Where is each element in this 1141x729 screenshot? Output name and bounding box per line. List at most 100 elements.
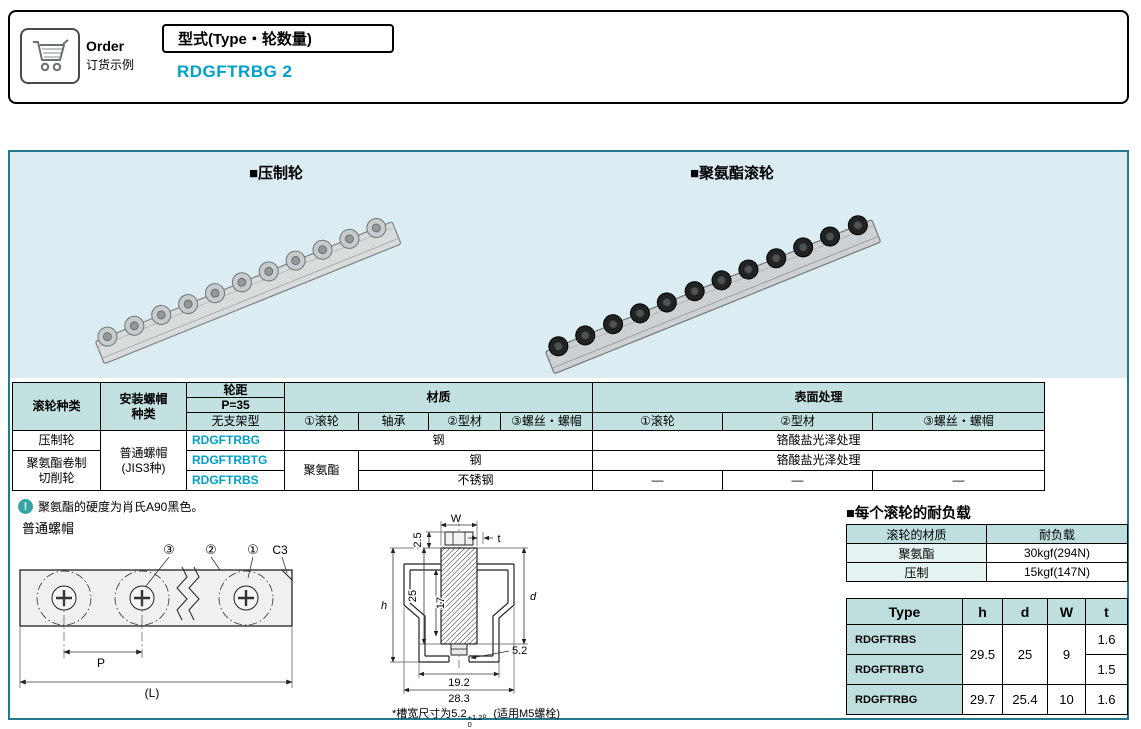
spec-header-nut-type: 安装螺帽 种类 xyxy=(100,382,187,431)
type-pn-rdgftrbtg: RDGFTRBTG xyxy=(846,654,963,685)
spec-surface-dash-3: — xyxy=(872,470,1046,491)
normal-nut-label: 普通螺帽 xyxy=(22,521,75,536)
part-number-rdgftrbs: RDGFTRBS xyxy=(186,470,285,491)
type-header-type: Type xyxy=(846,598,963,625)
table-row: 聚氨酯 30kgf(294N) xyxy=(846,543,1128,563)
hardness-note: ! 聚氨酯的硬度为肖氏A90黑色。 xyxy=(18,498,203,515)
pitch-dim-label: P xyxy=(97,656,105,670)
spec-surface-dash-2: — xyxy=(722,470,874,491)
load-capacity-table: 滚轮的材质 耐负载 聚氨酯 30kgf(294N) 压制 15kgf(147N) xyxy=(846,524,1128,582)
spec-header-material-group: 材质 xyxy=(283,382,594,413)
table-row: 压制 15kgf(147N) xyxy=(846,562,1128,582)
length-dim-label: (L) xyxy=(145,686,160,700)
part-number-rdgftrbtg: RDGFTRBTG xyxy=(186,450,285,471)
load-material-urethane: 聚氨酯 xyxy=(846,543,987,563)
dim-25-label: 25 xyxy=(407,590,419,602)
pressed-wheel-label: ■压制轮 xyxy=(249,165,304,182)
type-header-h: h xyxy=(962,598,1003,625)
spec-surface-chromate: 铬酸盐光泽处理 xyxy=(592,430,1046,451)
spec-header-no-bracket: 无支架型 xyxy=(186,412,285,431)
chamfer-dim-label: C3 xyxy=(272,543,288,557)
type-header-box: 型式(Type・轮数量) xyxy=(162,24,394,53)
dim-2-5-label: 2.5 xyxy=(412,532,424,547)
spec-roller-type-pressed: 压制轮 xyxy=(12,430,101,451)
spec-material-steel: 钢 xyxy=(283,430,594,451)
dim-t-label: t xyxy=(497,533,500,545)
callout-2: ② xyxy=(205,542,217,557)
order-label: Order xyxy=(86,38,125,54)
type-header-t: t xyxy=(1085,598,1128,625)
type-pn-rdgftrbg: RDGFTRBG xyxy=(846,684,963,715)
slot-note-lower-tolerance: 0 xyxy=(467,720,472,729)
table-row: RDGFTRBS 29.5 25 9 1.6 xyxy=(846,624,1128,685)
spec-surface-dash-1: — xyxy=(592,470,724,491)
note-icon: ! xyxy=(18,499,33,514)
dim-5-2-label: 5.2 xyxy=(512,645,527,657)
type-header-label: 型式(Type・轮数量) xyxy=(178,31,312,48)
type-header-w: W xyxy=(1047,598,1086,625)
load-material-pressed: 压制 xyxy=(846,562,987,582)
hardness-note-text: 聚氨酯的硬度为肖氏A90黑色。 xyxy=(38,500,204,514)
type-t-rdgftrbg: 1.6 xyxy=(1085,684,1128,715)
polyurethane-roller-label: ■聚氨酯滚轮 xyxy=(690,165,775,182)
type-header-d: d xyxy=(1002,598,1048,625)
spec-row-pressed: 压制轮 普通螺帽 (JIS3种) RDGFTRBG 钢 铬酸盐光泽处理 xyxy=(12,430,1046,491)
dim-17-label: 17 xyxy=(435,597,447,609)
dim-h-label: h xyxy=(381,600,387,612)
dim-19-2-label: 19.2 xyxy=(448,677,469,689)
callout-1: ① xyxy=(247,542,259,557)
type-pn-rdgftrbs: RDGFTRBS xyxy=(846,624,963,655)
spec-header-surface-group: 表面处理 xyxy=(592,382,1046,413)
type-d-rdgftrbg: 25.4 xyxy=(1002,684,1048,715)
load-header-material: 滚轮的材质 xyxy=(846,524,987,544)
spec-header-surf-profile: ②型材 xyxy=(722,412,874,431)
slot-note-suffix: 。(适用M5螺栓) xyxy=(482,708,560,720)
dim-d-label: d xyxy=(530,591,537,603)
spec-nut-type: 普通螺帽 (JIS3种) xyxy=(100,430,187,491)
spec-header-surf-screw: ③螺丝・螺帽 xyxy=(872,412,1046,431)
type-t-rdgftrbs: 1.6 xyxy=(1085,624,1128,655)
spec-row-urethane-tg: 聚氨酯卷制 切削轮 RDGFTRBTG 聚氨酯 钢 铬酸盐光泽处理 xyxy=(12,450,1046,491)
spec-header-mat-profile: ②型材 xyxy=(428,412,501,431)
type-w-shared: 9 xyxy=(1047,624,1086,685)
cross-section-drawing: W t 2.5 25 xyxy=(379,512,538,706)
spec-surface-chromate-2: 铬酸盐光泽处理 xyxy=(592,450,1046,471)
part-number-rdgftrbg: RDGFTRBG xyxy=(186,430,285,451)
type-d-shared: 25 xyxy=(1002,624,1048,685)
type-w-rdgftrbg: 10 xyxy=(1047,684,1086,715)
product-image-band: ■压制轮 ■聚氨酯滚轮 xyxy=(10,152,1127,378)
spec-header-pitch: 轮距 P=35 xyxy=(186,382,285,413)
shopping-cart-icon xyxy=(33,39,69,72)
dim-28-3-label: 28.3 xyxy=(448,693,469,705)
callout-3: ③ xyxy=(163,542,175,557)
type-h-shared: 29.5 xyxy=(962,624,1003,685)
spec-header-roller-type: 滚轮种类 xyxy=(12,382,101,431)
example-part-number: RDGFTRBG 2 xyxy=(177,62,293,81)
polyurethane-rail-image xyxy=(545,212,881,374)
spec-header-pitch-value: P=35 xyxy=(221,398,250,412)
dim-w-label: W xyxy=(451,513,462,525)
load-value-pressed: 15kgf(147N) xyxy=(986,562,1128,582)
slot-note-prefix: *槽宽尺寸为5.2 xyxy=(392,708,467,720)
load-value-urethane: 30kgf(294N) xyxy=(986,543,1128,563)
spec-header-mat-bearing: 轴承 xyxy=(358,412,429,431)
type-h-rdgftrbg: 29.7 xyxy=(962,684,1003,715)
order-example-panel: Order 订货示例 型式(Type・轮数量) RDGFTRBG 2 xyxy=(8,10,1129,104)
slot-note-upper-tolerance: +1.2 xyxy=(467,713,483,722)
product-images xyxy=(94,212,881,374)
table-row: RDGFTRBG 29.7 25.4 10 1.6 xyxy=(846,684,1128,715)
spec-header-mat-screw: ③螺丝・螺帽 xyxy=(499,412,594,431)
spec-material-stainless: 不锈钢 xyxy=(357,470,594,491)
table-row: RDGFTRBTG 1.5 xyxy=(846,654,1128,685)
spec-material-steel-2: 钢 xyxy=(357,450,594,471)
spec-table: 滚轮种类 安装螺帽 种类 轮距 P=35 材质 表面处理 无支架型 ①滚轮 轴承… xyxy=(12,382,1046,491)
spec-header-mat-roller: ①滚轮 xyxy=(284,412,359,431)
product-spec-panel: ■压制轮 ■聚氨酯滚轮 滚轮种类 安装螺帽 种类 轮距 P=35 材质 表面处理… xyxy=(8,150,1129,728)
load-capacity-title: ■每个滚轮的耐负载 xyxy=(846,506,971,522)
type-t-rdgftrbtg: 1.5 xyxy=(1085,654,1128,685)
order-sublabel: 订货示例 xyxy=(86,58,135,72)
cart-icon-box xyxy=(20,28,80,84)
load-header-capacity: 耐负载 xyxy=(986,524,1128,544)
spec-material-urethane: 聚氨酯 xyxy=(284,450,359,491)
